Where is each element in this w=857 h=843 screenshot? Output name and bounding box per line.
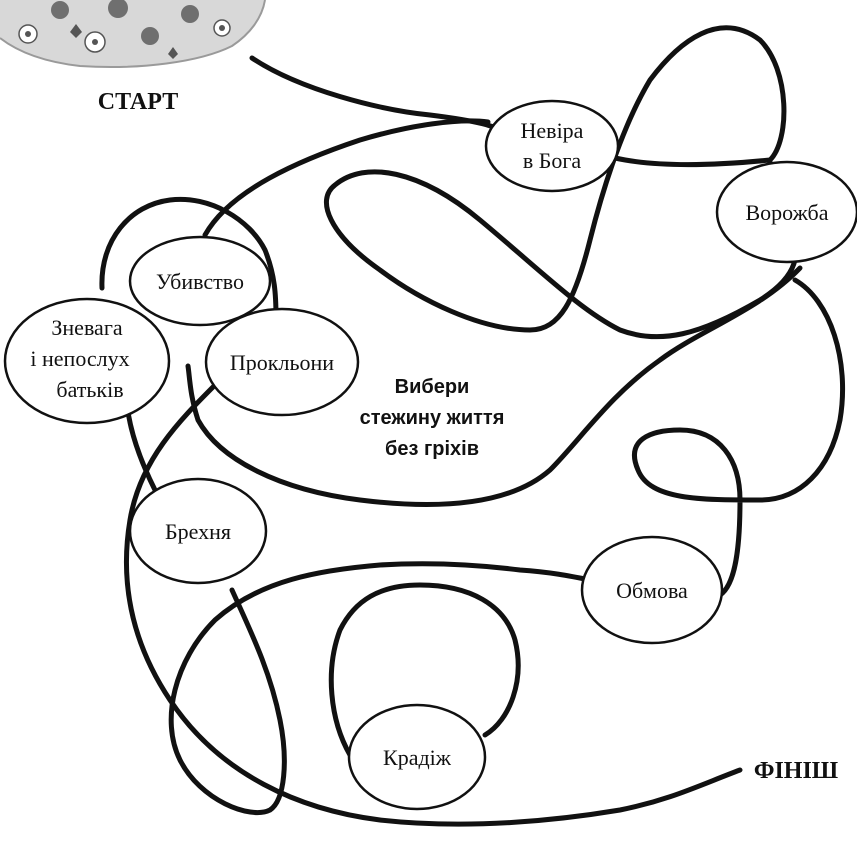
node-obmova: Обмова [580,535,724,645]
node-znevaga: Зневага і непослух батьків [3,297,171,425]
node-nevira-line1: Невіра [521,118,584,143]
node-brekhnia: Брехня [128,477,268,585]
flower-plate-decoration [0,0,266,69]
node-nevira-line2: в Бога [523,148,582,173]
path-start [249,55,523,143]
node-znevaga-line2: і непослух [30,346,129,371]
node-prokliony: Прокльони [204,307,360,417]
center-text-line1: Вибери [395,376,470,398]
node-ubyvstvo: Убивство [128,235,272,327]
path-ubyvstvo-arc [99,196,279,321]
path-nevira-right [324,25,798,340]
path-brekhnia-down [168,561,593,816]
node-brekhnia-line1: Брехня [165,519,231,544]
path-proklony-to-brekhnia [123,382,743,827]
finish-label: ФІНІШ [754,758,838,784]
node-nevira: Невіра в Бога [484,99,620,193]
node-prokliony-line1: Прокльони [230,350,334,375]
path-right-curl [632,277,846,598]
node-kradizh: Крадіж [347,703,487,811]
node-kradizh-line1: Крадіж [383,745,452,770]
path-kradizh-loop [328,582,521,758]
start-label: СТАРТ [98,89,178,115]
node-vorozhba: Ворожба [715,160,857,264]
path-big-loop [185,265,803,508]
node-obmova-line1: Обмова [616,578,688,603]
node-znevaga-line1: Зневага [51,315,122,340]
node-ubyvstvo-line1: Убивство [156,269,244,294]
node-znevaga-line3: батьків [56,377,123,402]
center-text-line3: без гріхів [385,438,479,460]
path-top-arc [202,118,491,238]
node-vorozhba-line1: Ворожба [746,200,829,225]
center-text-line2: стежину життя [360,407,505,429]
